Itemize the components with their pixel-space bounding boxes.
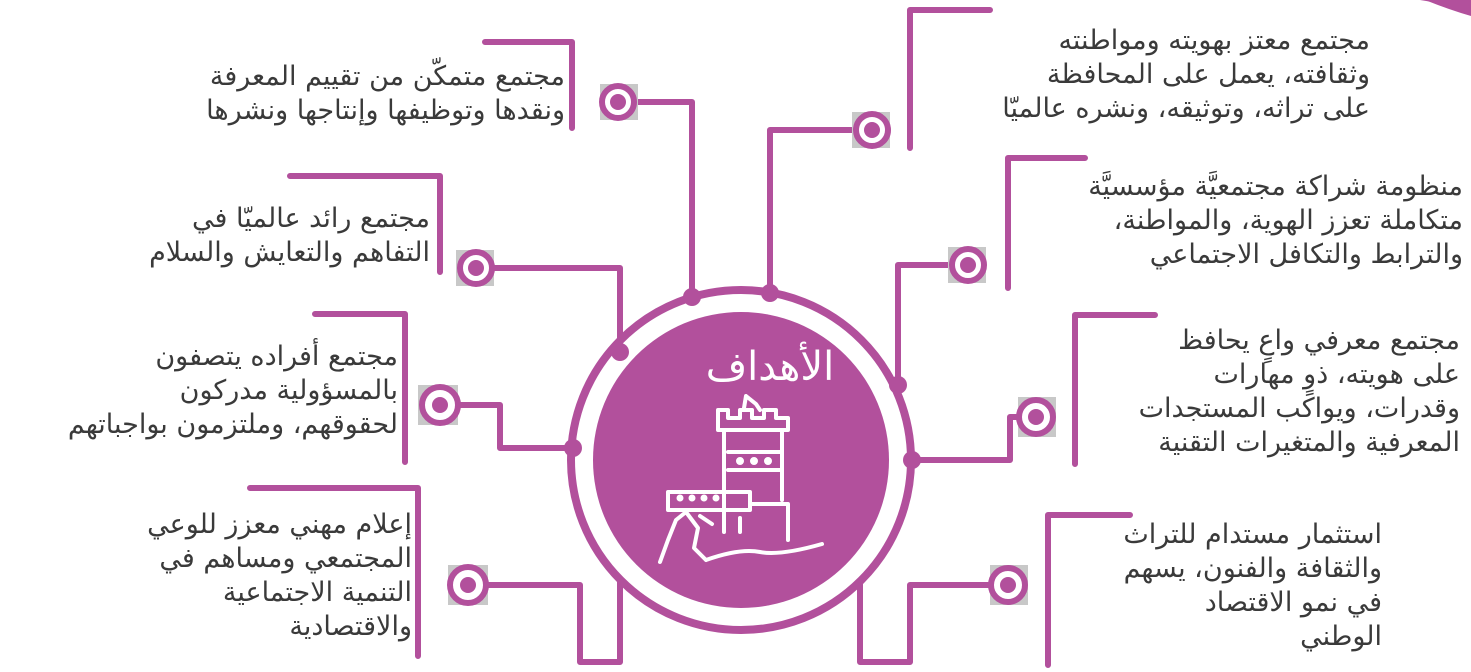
ring-dot bbox=[683, 288, 701, 306]
node-left-1 bbox=[599, 83, 638, 121]
castle-fort-icon bbox=[658, 394, 824, 564]
connector-right-3 bbox=[909, 414, 1033, 463]
ring-dot bbox=[611, 515, 629, 533]
ring-dot bbox=[611, 343, 629, 361]
goal-left-3: مجتمع أفراده يتصفون بالمسؤولية مدركون لح… bbox=[67, 341, 398, 440]
goal-left-2: مجتمع رائد عالميّا في التفاهم والتعايش و… bbox=[149, 203, 430, 268]
node-right-1 bbox=[852, 111, 891, 149]
node-left-2 bbox=[456, 249, 495, 287]
ring-dot bbox=[903, 451, 921, 469]
connector-left-2 bbox=[475, 265, 623, 355]
bracket-left-3 bbox=[312, 311, 408, 465]
node-left-4 bbox=[447, 564, 489, 606]
bracket-left-1 bbox=[482, 39, 575, 131]
connector-left-1 bbox=[619, 99, 695, 300]
goal-right-3: مجتمع معرفي واعٍ يحافظ على هويته، ذوٍ مه… bbox=[1138, 325, 1460, 458]
corner-tab-shape bbox=[1425, 0, 1471, 16]
connector-right-1 bbox=[767, 127, 875, 296]
bracket-left-4 bbox=[247, 485, 421, 659]
goal-left-1: مجتمع متمكّن من تقييم المعرفة ونقدها وتو… bbox=[206, 61, 565, 126]
goal-right-4: استثمار مستدام للتراث والثقافة والفنون، … bbox=[1123, 519, 1382, 652]
node-right-2 bbox=[948, 246, 987, 284]
bracket-left-2 bbox=[287, 173, 443, 275]
node-right-3 bbox=[1016, 397, 1056, 437]
ring-dot bbox=[851, 511, 869, 529]
goal-left-4: إعلام مهني معزز للوعي المجتمعي ومساهم في… bbox=[147, 509, 412, 642]
hub-title: الأهداف bbox=[705, 344, 835, 390]
bracket-right-4 bbox=[1045, 512, 1133, 668]
bracket-right-1 bbox=[907, 7, 993, 151]
connector-right-2 bbox=[895, 262, 971, 388]
bracket-right-3 bbox=[1072, 312, 1158, 467]
node-right-4 bbox=[988, 565, 1028, 605]
goal-right-2: منظومة شراكة مجتمعيَّة مؤسسيَّة متكاملة … bbox=[1088, 171, 1463, 270]
bracket-right-2 bbox=[1005, 155, 1088, 291]
connector-left-3 bbox=[437, 402, 576, 451]
ring-dot bbox=[761, 284, 779, 302]
ring-dot bbox=[564, 439, 582, 457]
node-left-3 bbox=[418, 384, 461, 426]
connector-left-4 bbox=[467, 521, 623, 665]
ring-dot bbox=[889, 376, 907, 394]
connector-right-4 bbox=[857, 517, 1008, 665]
goal-right-1: مجتمع معتز بهويته ومواطنته وثقافته، يعمل… bbox=[1002, 25, 1370, 124]
